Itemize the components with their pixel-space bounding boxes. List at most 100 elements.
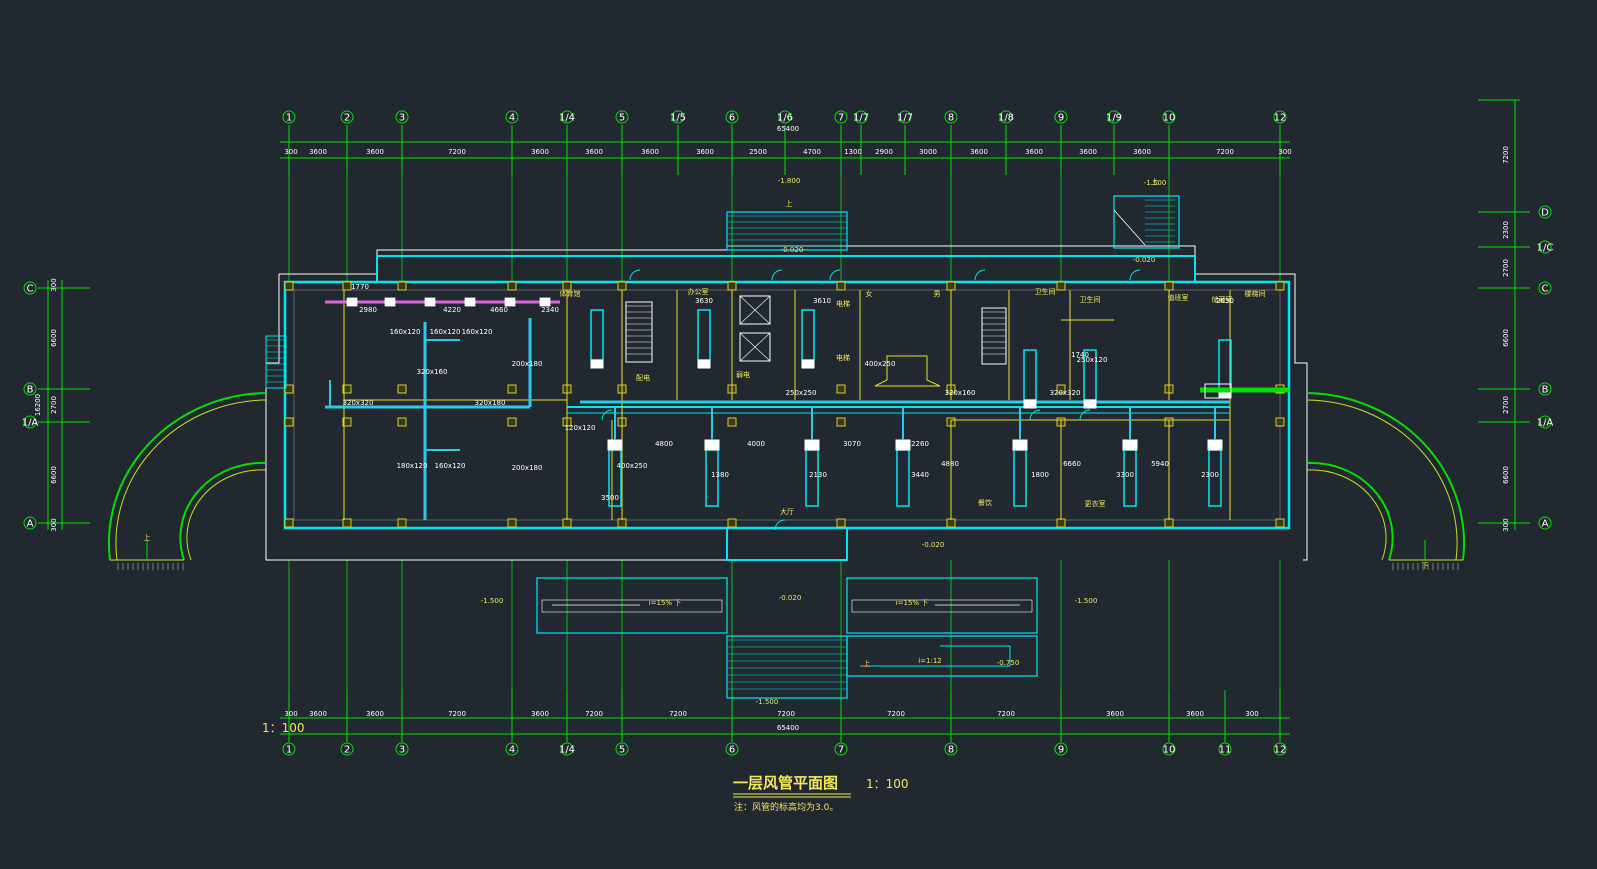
bottom-axis-3-bubble	[505, 742, 519, 756]
room-label-15: 储藏室	[1212, 295, 1233, 304]
left-dim-total: 16200	[34, 394, 42, 416]
right-ramp-outer	[1306, 392, 1466, 561]
duct-size-14: 320x320	[1050, 389, 1081, 397]
top-dim-total: 65400	[777, 125, 799, 133]
column	[1056, 281, 1066, 291]
duct-dim-21: 3300	[1116, 471, 1134, 479]
column	[397, 281, 407, 291]
duct-diffuser	[424, 297, 436, 307]
top-dim-9: 4700	[803, 148, 821, 156]
top-dim-17: 7200	[1216, 148, 1234, 156]
column	[836, 384, 846, 394]
elevation-4: -0.020	[1133, 256, 1156, 264]
left-axis-1-label: B	[27, 385, 34, 396]
top-axis-1-bubble	[340, 110, 354, 124]
room-label-3: 卫生间	[1035, 287, 1056, 296]
bottom-axis-4-label: 1/4	[559, 745, 575, 756]
right-axis-1-bubble	[1538, 240, 1552, 254]
stair-label-0: 上	[786, 199, 793, 208]
left-dim-2: 2700	[50, 396, 58, 414]
column	[836, 518, 846, 528]
door-swing	[629, 269, 641, 281]
top-axis-17-label: 12	[1274, 113, 1287, 124]
duct-diffuser	[539, 297, 551, 307]
fan-coil-branch	[801, 309, 815, 361]
column	[342, 384, 352, 394]
drawing-note: 注：风管的标高均为3.0。	[734, 801, 838, 813]
bottom-dim-3: 7200	[448, 710, 466, 718]
elevation-6: -0.020	[922, 541, 945, 549]
drawing-title: 一层风管平面图	[733, 774, 838, 792]
right-axis-0-bubble	[1538, 205, 1552, 219]
top-axis-13-label: 1/8	[998, 113, 1014, 124]
duct-diffuser	[464, 297, 476, 307]
top-axis-13-bubble	[999, 110, 1013, 124]
column	[1056, 518, 1066, 528]
column	[397, 417, 407, 427]
fan-coil-branch	[896, 449, 910, 507]
top-dim-14: 3600	[1025, 148, 1043, 156]
column	[507, 281, 517, 291]
left-axis-1-bubble	[23, 382, 37, 396]
duct-dim-5: 4800	[655, 440, 673, 448]
left-ramp-inner	[179, 461, 267, 561]
top-dim-18: 300	[1278, 148, 1291, 156]
top-axis-8-bubble	[778, 110, 792, 124]
ramp-label-1: i=15% 下	[896, 599, 929, 607]
fan-coil-unit	[895, 439, 911, 451]
column	[727, 417, 737, 427]
main-wall-outline	[283, 280, 1291, 530]
bottom-axis-11-label: 11	[1219, 745, 1232, 756]
top-axis-16-bubble	[1162, 110, 1176, 124]
top-axis-10-bubble	[854, 110, 868, 124]
left-axis-0-bubble	[23, 281, 37, 295]
bottom-axis-9-label: 9	[1058, 745, 1064, 756]
fan-coil-unit	[1083, 399, 1097, 409]
bottom-axis-3-label: 4	[509, 745, 515, 756]
fan-coil-unit	[590, 359, 604, 369]
bottom-axis-7-bubble	[834, 742, 848, 756]
duct-size-1: 160x120	[430, 328, 461, 336]
column	[617, 518, 627, 528]
bottom-axis-10-bubble	[1162, 742, 1176, 756]
bottom-dim-12: 300	[1245, 710, 1258, 718]
left-ramp-inner-2	[186, 469, 267, 561]
south-ramp-left	[536, 577, 728, 634]
fan-coil-unit	[1012, 439, 1028, 451]
interior-stair-1	[625, 301, 653, 363]
right-axis-2-bubble	[1538, 281, 1552, 295]
stair-label-3: 下	[1422, 562, 1429, 570]
duct-size-6: 320x180	[475, 399, 506, 407]
duct-dim-13: 3630	[695, 297, 713, 305]
duct-dim-11: 5940	[1151, 460, 1169, 468]
right-ramp-inner-2	[1306, 469, 1387, 561]
duct-size-4: 320x160	[417, 368, 448, 376]
duct-dim-19: 3440	[911, 471, 929, 479]
bottom-dim-7: 7200	[777, 710, 795, 718]
top-axis-11-bubble	[898, 110, 912, 124]
duct-dim-10: 6660	[1063, 460, 1081, 468]
drawing-title-scale: 1：100	[866, 777, 909, 791]
elevation-0: -1.800	[778, 177, 801, 185]
room-label-1: 电梯	[836, 299, 850, 308]
door-swing	[974, 269, 986, 281]
left-ramp-outer-2	[115, 399, 267, 561]
top-axis-3-bubble	[505, 110, 519, 124]
accessible-ramp-path	[860, 645, 1011, 667]
right-ramp-outer-2	[1306, 399, 1458, 561]
top-dim-3: 7200	[448, 148, 466, 156]
duct-dim-12: 3500	[601, 494, 619, 502]
column	[507, 518, 517, 528]
top-dim-7: 3600	[696, 148, 714, 156]
bottom-dim-4: 3600	[531, 710, 549, 718]
column	[342, 417, 352, 427]
south-ramp-right	[846, 577, 1038, 634]
duct-dim-0: 2980	[359, 306, 377, 314]
restroom-core	[874, 355, 941, 387]
right-dim-5: 6600	[1502, 466, 1510, 484]
bottom-axis-1-label: 2	[344, 745, 350, 756]
north-stair	[726, 211, 848, 251]
south-entrance-wall	[726, 528, 848, 561]
right-axis-2-label: C	[1542, 284, 1549, 295]
